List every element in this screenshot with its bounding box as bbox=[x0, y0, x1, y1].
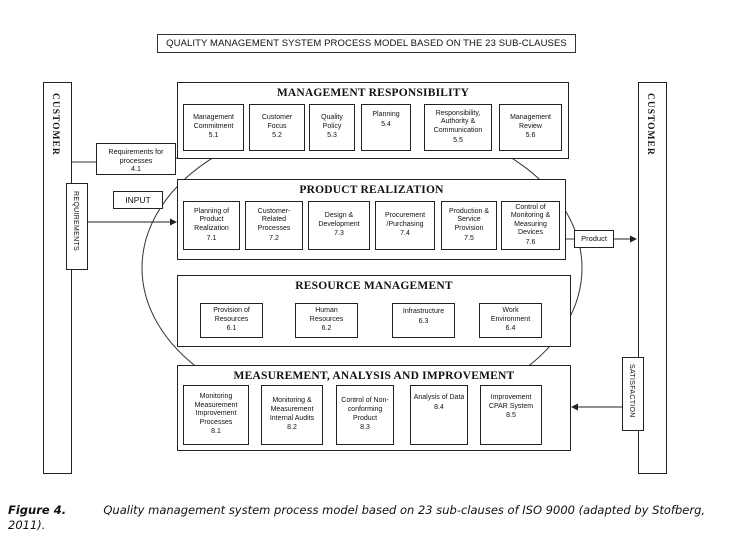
right-customer-box: CUSTOMER bbox=[638, 82, 667, 474]
left-customer-box: CUSTOMER bbox=[43, 82, 72, 474]
requirements-for-processes-box: Requirements for processes 4.1 bbox=[96, 143, 176, 175]
measurement-analysis-improvement-section: MEASUREMENT, ANALYSIS AND IMPROVEMENT Mo… bbox=[177, 365, 571, 451]
product-realization-title: PRODUCT REALIZATION bbox=[299, 184, 444, 196]
figure-label: Figure 4. bbox=[8, 503, 67, 517]
input-box: INPUT bbox=[113, 191, 163, 209]
requirements-for-processes-num: 4.1 bbox=[131, 164, 141, 173]
satisfaction-label: SATISFACTION bbox=[628, 364, 635, 418]
right-customer-label: CUSTOMER bbox=[645, 93, 655, 156]
resource-management-section: RESOURCE MANAGEMENT Provision of Resourc… bbox=[177, 275, 571, 347]
resource-management-title: RESOURCE MANAGEMENT bbox=[295, 280, 453, 292]
left-customer-label: CUSTOMER bbox=[50, 93, 60, 156]
management-responsibility-section: MANAGEMENT RESPONSIBILITY Management Com… bbox=[177, 82, 569, 159]
sub-clause-5-5: Responsibility, Authority & Communicatio… bbox=[424, 104, 492, 151]
measurement-analysis-improvement-title: MEASUREMENT, ANALYSIS AND IMPROVEMENT bbox=[233, 370, 515, 382]
requirements-label: REQUIREMENTS bbox=[72, 191, 79, 251]
management-responsibility-title: MANAGEMENT RESPONSIBILITY bbox=[276, 87, 470, 99]
sub-clause-8-1: Monitoring Measurement Improvement Proce… bbox=[183, 385, 249, 445]
figure-caption: Figure 4. Quality management system proc… bbox=[8, 503, 738, 533]
requirements-for-processes-text: Requirements for processes bbox=[108, 147, 164, 165]
sub-clause-7-6: Control of Monitoring & Measuring Device… bbox=[501, 201, 560, 250]
figure-caption-text: Quality management system process model … bbox=[8, 503, 706, 532]
product-box: Product bbox=[574, 230, 614, 248]
sub-clause-8-2: Monitoring & Measurement Internal Audits… bbox=[261, 385, 323, 445]
satisfaction-box: SATISFACTION bbox=[622, 357, 644, 431]
product-realization-section: PRODUCT REALIZATION Planning of Product … bbox=[177, 179, 566, 260]
requirements-box: REQUIREMENTS bbox=[66, 183, 88, 270]
diagram-title: QUALITY MANAGEMENT SYSTEM PROCESS MODEL … bbox=[157, 34, 576, 53]
